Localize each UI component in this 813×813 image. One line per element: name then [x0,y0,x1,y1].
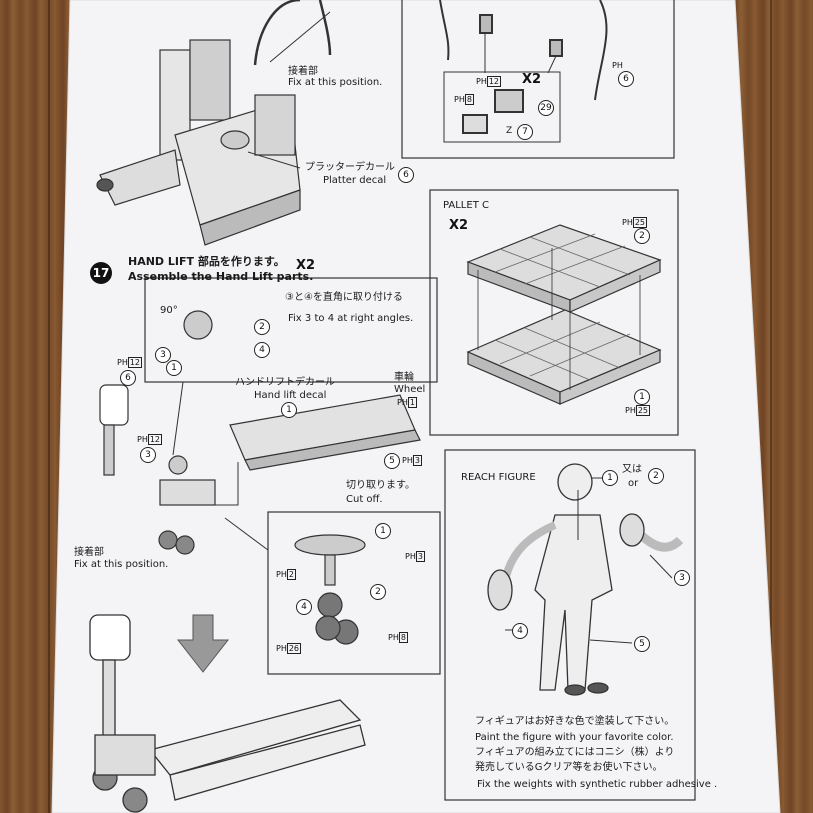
part-number-badge: 2 [648,468,664,484]
part-ph-label: PH [612,61,623,70]
part-number-badge: 2 [254,319,270,335]
figure-note-en-1: Paint the figure with your favorite colo… [475,732,674,743]
platter-decal-en: Platter decal [323,175,387,186]
part-number-badge: 5 [384,453,400,469]
figure-note-jp-1: フィギュアはお好きな色で塗装して下さい。 [475,716,675,727]
plank-seam [48,0,50,813]
wheel-label-jp: 車輪 [394,372,414,383]
figure-note-jp-2: フィギュアの組み立てにはコニシ（株）より [475,747,675,758]
part-number-badge: 1 [166,360,182,376]
hand-lift-decal-en: Hand lift decal [254,390,327,401]
plank-seam [770,0,772,813]
angle-note-jp: ③と④を直角に取り付ける [285,292,403,303]
part-number-badge: 2 [634,228,650,244]
part-number-badge: 5 [634,636,650,652]
fix-label-jp: 接着部 [288,66,318,77]
platter-decal-jp: プラッターデカール [305,162,395,173]
part-number-badge: 3 [155,347,171,363]
part-number-badge: 6 [120,370,136,386]
hand-lift-decal-jp: ハンドリフトデカール [235,377,335,388]
part-number-badge: 7 [517,124,533,140]
part-number-badge: 29 [538,100,554,116]
cut-off-jp: 切り取ります。 [346,480,415,491]
quantity-mark: X2 [449,218,469,233]
quantity-mark: X2 [522,72,542,87]
fix-label-en: Fix at this position. [288,77,383,88]
figure-note-en-2: Fix the weights with synthetic rubber ad… [477,779,718,790]
figure-title: REACH FIGURE [461,472,536,483]
part-number-badge: 1 [375,523,391,539]
wheel-label-en: Wheel [394,384,426,395]
or-label-en: or [628,478,639,489]
part-number-badge: 2 [370,584,386,600]
part-number-badge: 4 [512,623,528,639]
part-number-badge: 1 [634,389,650,405]
part-number-badge: 1 [602,470,618,486]
step-title-jp: HAND LIFT 部品を作ります。 [128,255,285,268]
part-number-badge: 4 [254,342,270,358]
part-number-badge: 3 [140,447,156,463]
fix-label-jp: 接着部 [74,547,104,558]
part-number-badge: 3 [674,570,690,586]
angle-label: 90° [160,305,178,316]
step-number-badge: 17 [90,262,112,284]
part-number-badge: 4 [296,599,312,615]
angle-note-en: Fix 3 to 4 at right angles. [288,313,414,324]
or-label-jp: 又は [622,464,642,475]
step-title-en: Assemble the Hand Lift parts. [128,270,314,283]
part-number-badge: 6 [618,71,634,87]
part-prefix-z: Z [506,126,513,136]
quantity-mark: X2 [296,258,316,273]
cut-off-en: Cut off. [346,494,383,505]
part-number-badge: 1 [281,402,297,418]
pallet-title: PALLET C [443,200,489,211]
fix-label-en: Fix at this position. [74,559,169,570]
part-number-badge: 6 [398,167,414,183]
figure-note-jp-3: 発売しているGクリア等をお使い下さい。 [475,762,663,773]
